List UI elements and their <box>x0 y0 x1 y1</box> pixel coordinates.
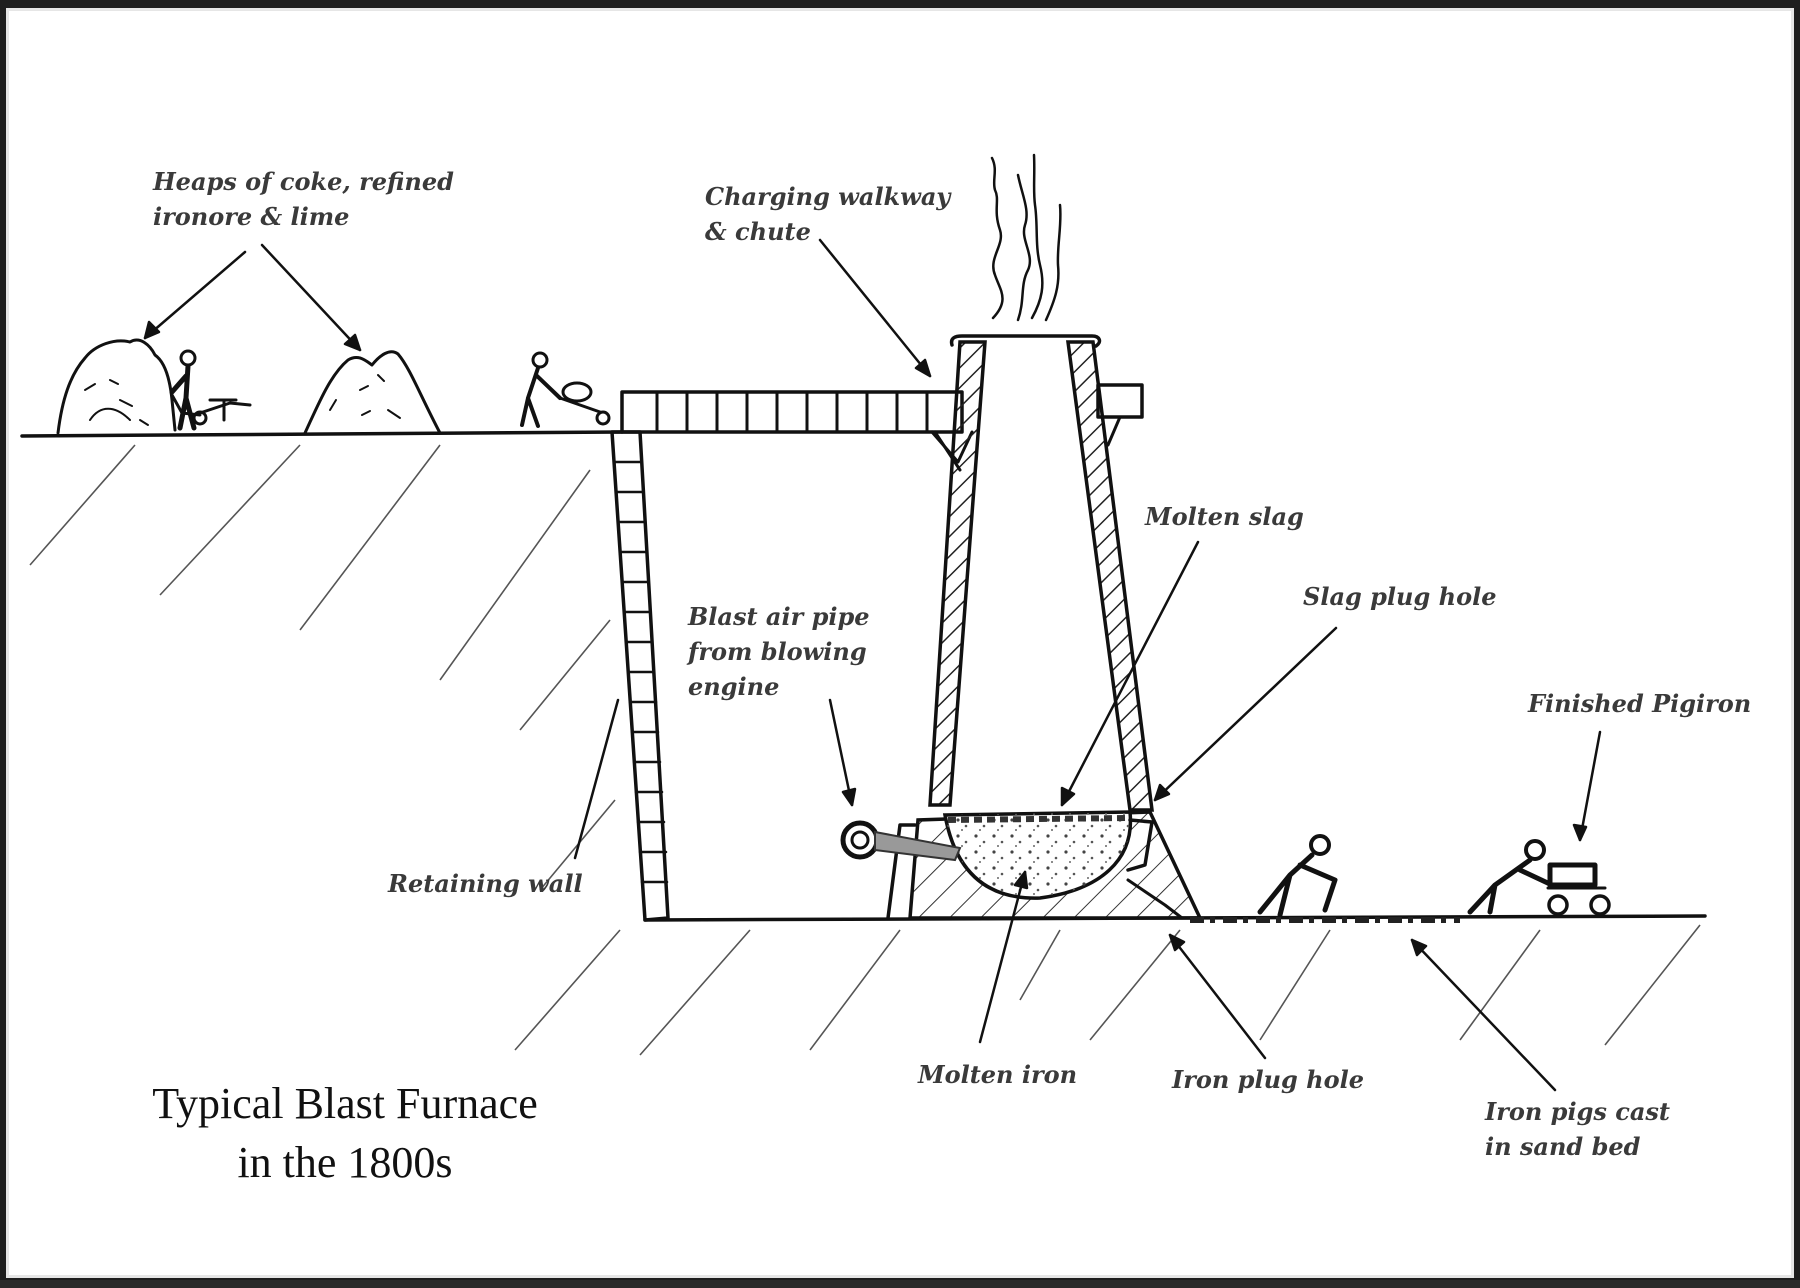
worker-with-barrow-1 <box>169 349 252 431</box>
retaining-wall <box>610 430 670 922</box>
label-charging-line1: Charging walkway <box>705 182 952 211</box>
label-blast-air-line3: engine <box>688 672 779 701</box>
label-slag-plug-hole: Slag plug hole <box>1303 582 1496 611</box>
heap-1 <box>56 338 177 435</box>
heap-2-texture <box>329 374 401 419</box>
label-iron-pigs-line2: in sand bed <box>1485 1132 1641 1161</box>
label-heaps-line1: Heaps of coke, refined <box>152 167 454 196</box>
label-charging-line2: & chute <box>705 217 811 246</box>
label-blast-air-line2: from blowing <box>686 637 867 666</box>
label-iron-pigs-line1: Iron pigs cast <box>1484 1097 1670 1126</box>
heap-2 <box>303 350 442 435</box>
furnace-stack <box>928 334 1154 812</box>
charging-walkway <box>620 390 974 464</box>
upper-ground-line <box>20 430 624 438</box>
label-molten-slag: Molten slag <box>1144 502 1304 531</box>
blast-air-pipe <box>840 820 962 862</box>
label-retaining-wall: Retaining wall <box>387 869 583 898</box>
worker-pushing-cart <box>1467 839 1611 916</box>
heap-1-texture <box>84 379 149 426</box>
label-molten-iron: Molten iron <box>917 1060 1077 1089</box>
diagram-title-line1: Typical Blast Furnace <box>152 1079 537 1128</box>
soil-hatching <box>29 444 1701 1056</box>
label-iron-plug-hole: Iron plug hole <box>1171 1065 1364 1094</box>
callout-arrows <box>143 238 1602 1092</box>
worker-raking <box>1257 834 1338 918</box>
diagram-canvas <box>6 8 1794 1278</box>
label-finished-pigiron: Finished Pigiron <box>1527 689 1751 718</box>
worker-with-barrow-2 <box>520 351 611 428</box>
furnace-hearth <box>886 810 1203 920</box>
smoke-icon <box>990 153 1062 322</box>
frame-border <box>0 1280 1800 1288</box>
diagram-title-line2: in the 1800s <box>237 1138 452 1187</box>
label-blast-air-line1: Blast air pipe <box>687 602 870 631</box>
label-heaps-line2: ironore & lime <box>153 202 349 231</box>
